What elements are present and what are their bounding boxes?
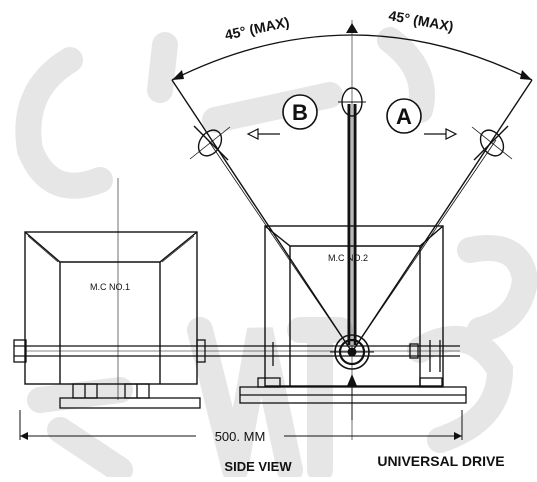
machine-1-label: M.C NO.1 — [90, 282, 130, 292]
swing-sector — [171, 20, 533, 440]
watermark — [15, 27, 537, 482]
dimension-line — [19, 374, 463, 440]
swing-arc — [171, 34, 533, 81]
arrow-left-icon — [246, 128, 259, 140]
universal-drive-caption: UNIVERSAL DRIVE — [377, 453, 504, 469]
shaft — [13, 339, 460, 372]
sector-edge-right — [351, 79, 533, 353]
angle-left-label: 45° (MAX) — [223, 14, 290, 43]
direction-b-label: B — [292, 100, 308, 125]
dimension-label: 500. MM — [215, 429, 266, 444]
direction-a-marker: A — [386, 98, 458, 140]
direction-b-marker: B — [246, 94, 318, 140]
arrow-up-icon — [347, 374, 357, 386]
swing-position-left — [189, 125, 231, 161]
side-view-caption: SIDE VIEW — [224, 459, 292, 474]
direction-a-label: A — [396, 104, 412, 129]
sector-edge-left — [171, 79, 353, 353]
pendulum-arm — [338, 87, 366, 345]
machine-1: M.C NO.1 — [24, 178, 198, 400]
swing-position-right — [471, 125, 513, 161]
universal-joint — [330, 334, 374, 370]
arrow-right-icon — [445, 128, 458, 140]
